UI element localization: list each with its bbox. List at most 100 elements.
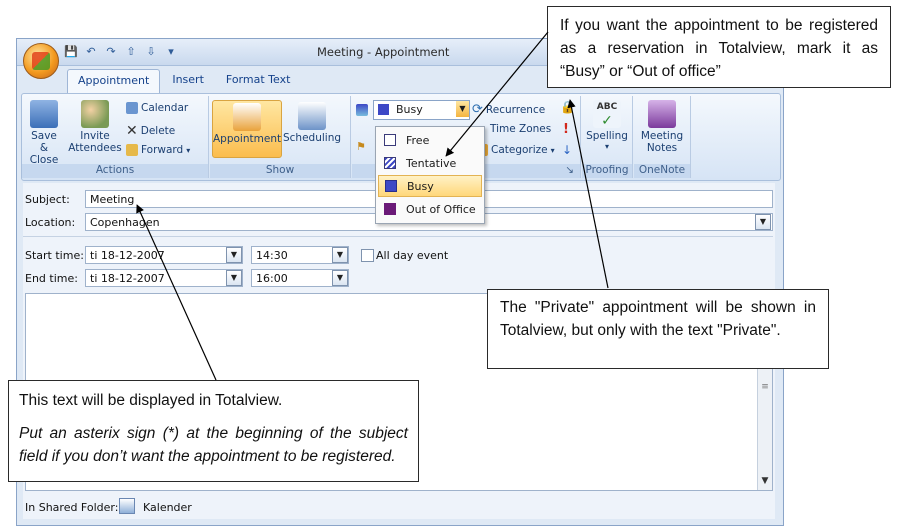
out-of-office-swatch-icon bbox=[384, 203, 396, 215]
tentative-swatch-icon bbox=[384, 157, 396, 169]
quick-access-toolbar: 💾 ↶ ↷ ⇧ ⇩ ▾ bbox=[63, 44, 179, 60]
categorize-label: Categorize bbox=[491, 144, 548, 156]
callout-private: The "Private" appointment will be shown … bbox=[487, 289, 829, 369]
time-zones-label: Time Zones bbox=[490, 123, 552, 135]
save-close-icon bbox=[30, 100, 58, 128]
end-date-dropdown-button[interactable]: ▼ bbox=[226, 270, 242, 286]
customize-qat-icon[interactable]: ▾ bbox=[168, 45, 174, 58]
scheduling-label: Scheduling bbox=[282, 132, 342, 144]
all-day-checkbox[interactable] bbox=[361, 249, 374, 262]
forward-icon bbox=[126, 144, 138, 156]
appointment-view-label: Appointment bbox=[213, 133, 282, 145]
appointment-icon bbox=[233, 103, 261, 131]
chevron-down-icon: ▾ bbox=[550, 145, 555, 155]
reminder-icon-btn[interactable]: ⚑ bbox=[356, 140, 366, 153]
menu-item-tentative[interactable]: Tentative bbox=[378, 152, 482, 174]
bell-icon: ⚑ bbox=[356, 140, 366, 153]
down-arrow-icon[interactable]: ⇩ bbox=[146, 45, 156, 58]
group-show: Appointment Scheduling Show bbox=[210, 96, 351, 178]
show-as-menu: Free Tentative Busy Out of Office bbox=[375, 126, 485, 224]
end-time-field[interactable]: 16:00 bbox=[251, 269, 349, 287]
menu-item-free[interactable]: Free bbox=[378, 129, 482, 151]
office-button[interactable] bbox=[23, 43, 59, 79]
show-as-dropdown[interactable]: Busy ▼ bbox=[373, 100, 470, 120]
recurrence-icon: ⟳ bbox=[472, 102, 483, 117]
save-close-button[interactable]: Save & Close bbox=[26, 100, 62, 166]
ribbon-tabs: Appointment Insert Format Text bbox=[67, 69, 300, 93]
free-swatch-icon bbox=[384, 134, 396, 146]
tab-format-text[interactable]: Format Text bbox=[225, 73, 291, 86]
spelling-icon: ABC✓ bbox=[593, 100, 621, 128]
location-label: Location: bbox=[25, 216, 76, 229]
busy-swatch-icon bbox=[378, 104, 389, 115]
low-importance-icon[interactable]: ↓ bbox=[562, 143, 573, 157]
end-time-dropdown-button[interactable]: ▼ bbox=[332, 270, 348, 286]
group-onenote: Meeting Notes OneNote bbox=[634, 96, 691, 178]
window-title: Meeting - Appointment bbox=[317, 45, 450, 59]
delete-button[interactable]: ✕ Delete bbox=[126, 123, 175, 139]
callout-show-as: If you want the appointment to be regist… bbox=[547, 6, 891, 88]
private-lock-icon[interactable]: 🔒 bbox=[560, 100, 575, 114]
start-time-field[interactable]: 14:30 bbox=[251, 246, 349, 264]
start-date-field[interactable]: ti 18-12-2007 bbox=[85, 246, 243, 264]
start-time-dropdown-button[interactable]: ▼ bbox=[332, 247, 348, 263]
scroll-thumb-icon[interactable]: ≡ bbox=[761, 382, 769, 392]
undo-icon[interactable]: ↶ bbox=[86, 45, 96, 58]
calendar-label: Calendar bbox=[141, 102, 189, 114]
tab-appointment[interactable]: Appointment bbox=[67, 69, 161, 93]
meeting-notes-label-2: Notes bbox=[646, 142, 678, 154]
menu-item-busy[interactable]: Busy bbox=[378, 175, 482, 197]
callout-subject-note: Put an asterix sign (*) at the beginning… bbox=[19, 425, 408, 465]
end-time-label: End time: bbox=[25, 272, 78, 285]
delete-icon: ✕ bbox=[126, 123, 138, 139]
shared-folder-label: In Shared Folder: bbox=[25, 501, 119, 514]
divider bbox=[23, 236, 773, 237]
scheduling-icon bbox=[298, 102, 326, 130]
menu-item-label: Free bbox=[406, 133, 430, 147]
show-as-value: Busy bbox=[396, 103, 423, 116]
categorize-button[interactable]: Categorize ▾ bbox=[482, 144, 555, 156]
tab-insert[interactable]: Insert bbox=[172, 73, 204, 86]
invite-label-2: Attendees bbox=[68, 142, 122, 154]
calendar-button[interactable]: Calendar bbox=[126, 102, 188, 114]
group-proofing: ABC✓ Spelling ▾ Proofing bbox=[582, 96, 633, 178]
onenote-group-label: OneNote bbox=[634, 164, 690, 178]
show-group-label: Show bbox=[210, 164, 350, 178]
time-zones-button[interactable]: Time Zones bbox=[490, 123, 551, 135]
location-dropdown-button[interactable]: ▼ bbox=[755, 214, 771, 230]
show-as-icon bbox=[356, 104, 368, 116]
save-close-label-2: Close bbox=[29, 154, 59, 166]
subject-label: Subject: bbox=[25, 193, 70, 206]
save-icon[interactable]: 💾 bbox=[64, 45, 78, 58]
invite-label-1: Invite bbox=[80, 130, 110, 142]
scheduling-button[interactable]: Scheduling bbox=[282, 100, 342, 144]
meeting-notes-button[interactable]: Meeting Notes bbox=[638, 100, 686, 154]
start-time-label: Start time: bbox=[25, 249, 84, 262]
spelling-button[interactable]: ABC✓ Spelling ▾ bbox=[586, 100, 628, 151]
busy-swatch-icon bbox=[385, 180, 397, 192]
chevron-down-icon: ▾ bbox=[604, 142, 609, 151]
up-arrow-icon[interactable]: ⇧ bbox=[126, 45, 136, 58]
appointment-view-button[interactable]: Appointment bbox=[212, 100, 282, 158]
high-importance-icon[interactable]: ! bbox=[563, 122, 569, 137]
attendees-icon bbox=[81, 100, 109, 128]
forward-label: Forward bbox=[141, 144, 184, 156]
end-date-field[interactable]: ti 18-12-2007 bbox=[85, 269, 243, 287]
onenote-icon bbox=[648, 100, 676, 128]
delete-label: Delete bbox=[140, 125, 176, 137]
callout-subject-text: This text will be displayed in Totalview… bbox=[19, 392, 283, 409]
office-logo-icon bbox=[32, 52, 50, 70]
invite-attendees-button[interactable]: Invite Attendees bbox=[68, 100, 122, 154]
forward-button[interactable]: Forward ▾ bbox=[126, 144, 190, 156]
shared-folder-value: Kalender bbox=[143, 501, 192, 514]
menu-item-out-of-office[interactable]: Out of Office bbox=[378, 198, 482, 220]
redo-icon[interactable]: ↷ bbox=[106, 45, 116, 58]
chevron-down-icon[interactable]: ▼ bbox=[456, 101, 469, 117]
calendar-icon bbox=[126, 102, 138, 114]
menu-item-label: Tentative bbox=[406, 156, 457, 170]
group-actions: Save & Close Invite Attendees Calendar ✕… bbox=[22, 96, 209, 178]
actions-group-label: Actions bbox=[22, 164, 208, 178]
start-date-dropdown-button[interactable]: ▼ bbox=[226, 247, 242, 263]
recurrence-button[interactable]: ⟳ Recurrence bbox=[472, 102, 545, 117]
scroll-down-icon[interactable]: ▼ bbox=[761, 476, 769, 486]
